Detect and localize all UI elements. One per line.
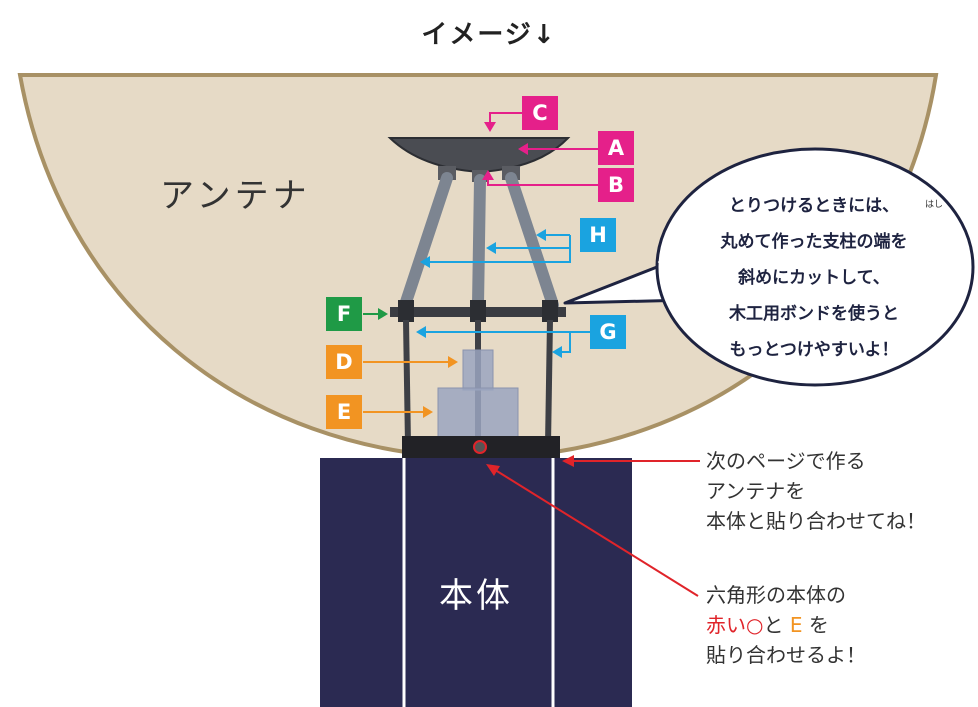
bubble-line: とりつけるときには、 (728, 196, 900, 216)
note-top-line: アンテナを (706, 479, 806, 503)
note-bottom-line3: 貼り合わせるよ！ (706, 643, 866, 667)
note-bottom-line2: 赤い○と E を (706, 610, 866, 640)
body-label: 本体 (439, 576, 513, 616)
bubble-line: 木工用ボンドを使うと (729, 304, 899, 324)
bubble-text: とりつけるときには、 丸めて作った支柱の端を 斜めにカットして、 木工用ボンドを… (690, 188, 938, 368)
note-e: E (789, 613, 803, 637)
note-top: 次のページで作る アンテナを 本体と貼り合わせてね！ (706, 446, 926, 536)
note-and: と (763, 613, 784, 637)
note-red-circle: 赤い○ (706, 613, 764, 637)
note-bottom-line1: 六角形の本体の (706, 583, 846, 607)
bubble-line: 丸めて作った支柱の端を (720, 232, 908, 252)
tag-h: H (580, 218, 616, 252)
model-structure (387, 137, 571, 458)
note-bottom: 六角形の本体の 赤い○と E を 貼り合わせるよ！ (706, 580, 866, 670)
bubble-line: もっとつけやすいよ！ (729, 340, 899, 360)
tag-e: E (326, 395, 362, 429)
note-top-line: 次のページで作る (706, 449, 866, 473)
bubble-ruby: はし (925, 200, 944, 210)
page-title: イメージ↓ (421, 20, 557, 50)
tag-b: B (598, 168, 634, 202)
arrows (363, 112, 700, 597)
tag-d: D (326, 345, 362, 379)
tag-c: C (522, 96, 558, 130)
note-top-line: 本体と貼り合わせてね！ (706, 509, 926, 533)
antenna-label: アンテナ (160, 176, 311, 216)
tag-a: A (598, 131, 634, 165)
tag-g: G (590, 315, 626, 349)
speech-bubble (563, 147, 975, 387)
bubble-line: 斜めにカットして、 (738, 268, 890, 288)
tag-f: F (326, 297, 362, 331)
note-wo: を (808, 613, 829, 637)
body-block (320, 458, 632, 707)
